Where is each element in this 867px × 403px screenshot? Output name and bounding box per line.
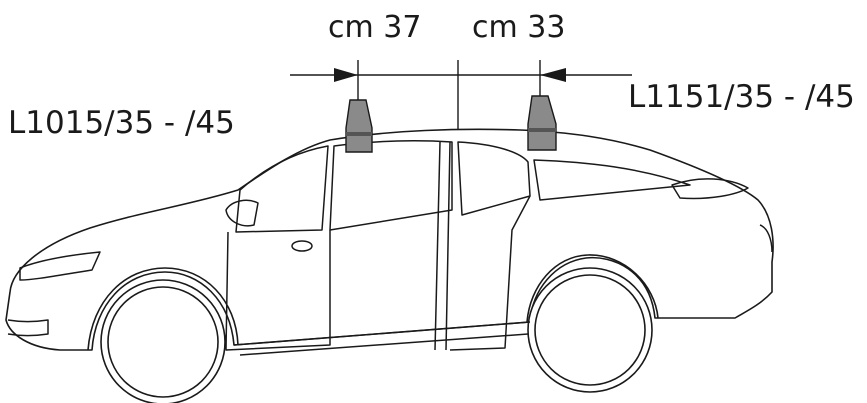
front-rack-foot (345, 99, 373, 153)
car-body (5, 128, 774, 351)
rear-fitting-label: L1151/35 - /45 (628, 79, 855, 115)
front-distance-label: cm 37 (328, 10, 421, 45)
rear-distance-label: cm 33 (472, 10, 565, 45)
car-details (7, 140, 773, 356)
rear-wheel (526, 254, 659, 393)
front-wheel (87, 267, 239, 403)
rear-dimension-arrow (540, 68, 566, 82)
front-dimension-arrow (334, 68, 358, 82)
rear-rack-foot (527, 95, 557, 151)
front-fitting-label: L1015/35 - /45 (8, 105, 235, 141)
